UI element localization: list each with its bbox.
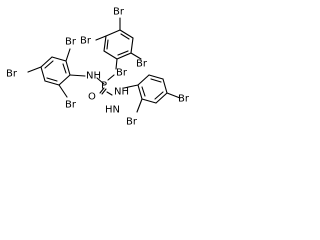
phosphoramide-core <box>96 74 115 96</box>
upper-aryl-ring <box>95 17 142 70</box>
nh-left-label: NH <box>86 71 101 82</box>
atom-labels: Br Br Br Br Br Br Br Br Br NH NH HN P O <box>6 7 190 128</box>
br-lower-ring-bottom-label: Br <box>126 117 138 128</box>
chemical-structure-diagram: Br Br Br Br Br Br Br Br Br NH NH HN P O <box>6 7 190 128</box>
br-upper-ring-right-label: Br <box>136 59 148 70</box>
hn-bottom-label: HN <box>105 105 120 116</box>
br-upper-ring-left-label: Br <box>80 36 92 47</box>
br-lower-ring-right-label: Br <box>178 94 190 105</box>
phosphorus-label: P <box>101 81 107 92</box>
left-aryl-ring <box>27 48 86 98</box>
lower-aryl-ring <box>123 74 181 113</box>
oxygen-label: O <box>88 92 96 103</box>
br-left-ring-top-label: Br <box>65 37 77 48</box>
br-left-ring-outer-label: Br <box>6 69 18 80</box>
nh-right-label: NH <box>114 87 129 98</box>
br-left-ring-lower-label: Br <box>65 100 77 111</box>
br-upper-ring-lower-label: Br <box>116 68 128 79</box>
br-top-label: Br <box>113 7 125 18</box>
